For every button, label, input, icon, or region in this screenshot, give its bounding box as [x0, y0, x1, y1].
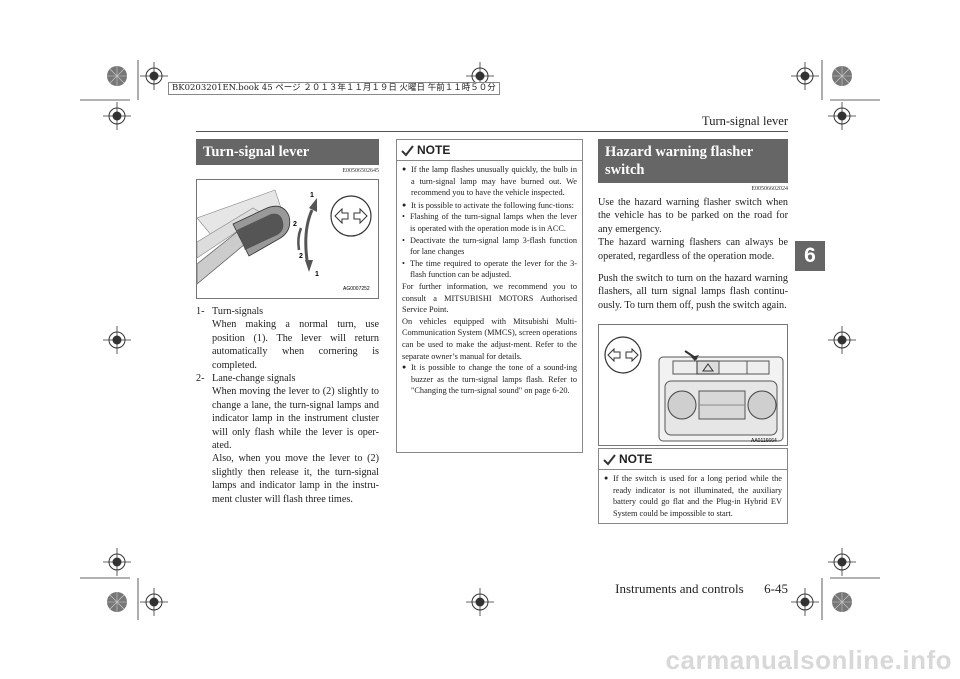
note-label: NOTE [417, 143, 451, 157]
item-number: 1- [196, 306, 205, 317]
note-header: NOTE [397, 140, 582, 160]
item-text-2: Also, when you move the lever to (2) sli… [212, 453, 379, 505]
note-header: NOTE [599, 449, 787, 469]
note-sub-bullet: Deactivate the turn-signal lamp 3-flash … [402, 235, 577, 258]
note-bullet: It is possible to change the tone of a s… [402, 362, 577, 397]
section-code: E00506502645 [342, 168, 379, 174]
note-bullet: It is possible to activate the following… [402, 200, 577, 212]
turn-signal-figure: 1 2 2 1 AG0007252 [196, 179, 379, 299]
fig-label-1-top: 1 [310, 192, 314, 199]
hazard-text: Use the hazard warning flasher switch wh… [598, 196, 788, 312]
fig-label-1-bottom: 1 [315, 271, 319, 278]
hazard-heading: Hazard warning flasher switch [598, 139, 788, 183]
running-header: Turn-signal lever [702, 114, 788, 128]
note-box-hazard: NOTE If the switch is used for a long pe… [598, 448, 788, 524]
figure-code: AG0007252 [343, 286, 370, 292]
fig-label-2-bottom: 2 [299, 253, 303, 260]
hazard-heading-line2: switch [605, 162, 645, 178]
left-column: Turn-signal lever E00506502645 1 2 2 1 A… [196, 139, 379, 506]
item-title: Turn-signals [212, 306, 264, 317]
note-paragraph: For further information, we recommend yo… [402, 281, 577, 315]
list-item: 2- Lane-change signals When moving the l… [196, 372, 379, 506]
header-rule [196, 131, 788, 132]
pencil-check-icon [401, 144, 414, 157]
hazard-switch-illustration: AA0116664 [604, 336, 784, 444]
print-stamp: BK0203201EN.book 45 ページ ２０１３年１１月１９日 火曜日 … [168, 82, 500, 95]
list-item: 1- Turn-signals When making a normal tur… [196, 305, 379, 372]
hazard-figure: AA0116664 [598, 324, 788, 447]
note-body: If the lamp flashes unusually quickly, t… [397, 161, 582, 397]
note-label: NOTE [619, 452, 653, 467]
hazard-heading-line1: Hazard warning flasher [605, 144, 754, 160]
chapter-tab: 6 [795, 241, 825, 271]
note-box-turn-signal: NOTE If the lamp flashes unusually quick… [396, 139, 583, 453]
page-number: 6-45 [764, 581, 788, 596]
pencil-check-icon [603, 454, 616, 466]
note-paragraph: On vehicles equipped with Mitsubishi Mul… [402, 316, 577, 361]
note-bullet: If the lamp flashes unusually quickly, t… [402, 164, 577, 199]
footer-text: Instruments and controls [615, 581, 744, 596]
item-number: 2- [196, 373, 205, 385]
item-text: When moving the lever to (2) slightly to… [212, 386, 379, 452]
item-title: Lane-change signals [212, 373, 296, 385]
fig-label-2-top: 2 [293, 221, 297, 228]
right-column: Hazard warning flasher switch E005066020… [598, 139, 788, 524]
footer: Instruments and controls 6-45 [615, 581, 788, 597]
watermark: carmanualsonline.info [665, 645, 952, 675]
section-code: E00506602024 [751, 186, 788, 192]
turn-signal-heading: Turn-signal lever [196, 139, 379, 165]
paragraph: The hazard warning flashers can always b… [598, 237, 788, 262]
note-sub-bullet: The time required to operate the lever f… [402, 258, 577, 281]
item-text: When making a normal turn, use position … [212, 319, 379, 371]
note-bullet: If the switch is used for a long period … [604, 473, 782, 519]
note-sub-bullet: Flashing of the turn-signal lamps when t… [402, 211, 577, 234]
turn-signal-items: 1- Turn-signals When making a normal tur… [196, 305, 379, 506]
paragraph: Push the switch to turn on the hazard wa… [598, 273, 788, 311]
figure-code: AA0116664 [751, 438, 777, 444]
chapter-number: 6 [804, 244, 816, 267]
paragraph: Use the hazard warning flasher switch wh… [598, 197, 788, 235]
lever-illustration: 1 2 2 1 AG0007252 [197, 189, 372, 292]
